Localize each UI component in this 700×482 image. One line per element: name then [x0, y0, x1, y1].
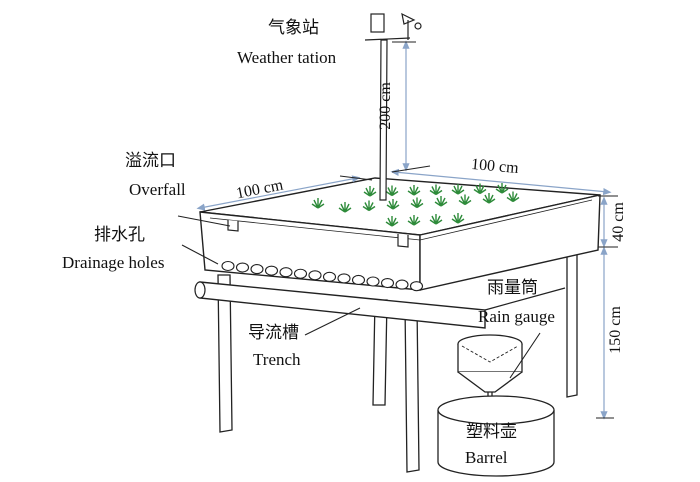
barrel-label-en: Barrel — [465, 448, 508, 467]
tank-height-dimension: 40 cm — [609, 202, 627, 242]
crossbar — [364, 37, 411, 41]
trench-label-cn: 导流槽 — [248, 323, 299, 343]
sensor-box — [370, 13, 385, 33]
dimension-lines — [196, 40, 612, 420]
back-right-leg — [566, 249, 578, 398]
plant — [407, 215, 421, 226]
plant — [506, 191, 520, 203]
plant — [410, 197, 424, 209]
pole-height-dimension: 200 cm — [376, 82, 394, 130]
table-legs — [217, 249, 578, 473]
leg-height-dimension: 150 cm — [606, 306, 624, 354]
trench-label-en: Trench — [253, 350, 301, 369]
plant — [451, 213, 465, 224]
leader-lines — [177, 215, 541, 379]
drainage-hole — [264, 265, 279, 276]
drainage-hole — [250, 264, 264, 275]
drainage-holes-label-en: Drainage holes — [62, 253, 165, 272]
wind-vane — [401, 12, 416, 25]
weather-station-label-cn: 气象站 — [268, 18, 319, 38]
overfall-label-en: Overfall — [129, 180, 186, 199]
weather-station-label-en: Weather tation — [237, 48, 337, 67]
plant — [362, 200, 376, 212]
trench-end — [194, 281, 206, 299]
drainage-hole — [308, 270, 322, 281]
anemometer — [414, 22, 422, 30]
drainage-hole-row — [221, 260, 424, 292]
drainage-hole — [235, 262, 250, 273]
weather-station-pole — [379, 39, 388, 201]
tank-rim — [209, 199, 593, 241]
front-right-leg — [404, 304, 420, 473]
barrel — [437, 395, 555, 477]
rain-gauge-label-cn: 雨量筒 — [487, 278, 538, 298]
weather-station-head — [364, 12, 422, 41]
trench-body — [199, 281, 486, 329]
overfall-notch-left — [227, 220, 239, 232]
drainage-hole — [380, 277, 395, 289]
front-left-leg — [217, 274, 233, 433]
overfall-label-cn: 溢流口 — [125, 151, 176, 171]
plant — [385, 216, 399, 227]
drainage-hole — [366, 276, 380, 287]
drainage-hole — [351, 274, 366, 286]
overfall-notch-right — [397, 234, 409, 248]
rain-gauge-label-en: Rain gauge — [478, 307, 555, 326]
drainage-holes-label-cn: 排水孔 — [94, 225, 145, 245]
barrel-label-cn: 塑料壶 — [466, 422, 517, 442]
trench-outlet — [484, 287, 566, 311]
tank-right-face — [419, 194, 601, 291]
plant — [458, 194, 472, 206]
drainage-hole — [221, 260, 235, 272]
rain-gauge — [457, 334, 523, 408]
drainage-hole — [337, 273, 351, 284]
dimension-ticks — [339, 41, 618, 419]
drainage-hole — [293, 268, 308, 279]
plant — [429, 214, 443, 225]
drainage-hole — [395, 279, 409, 290]
plant — [434, 196, 448, 207]
drainage-hole — [409, 281, 424, 292]
drainage-hole — [322, 271, 337, 282]
plant — [386, 199, 400, 210]
drainage-hole — [279, 267, 293, 278]
plant — [363, 186, 377, 197]
plant — [482, 193, 496, 204]
